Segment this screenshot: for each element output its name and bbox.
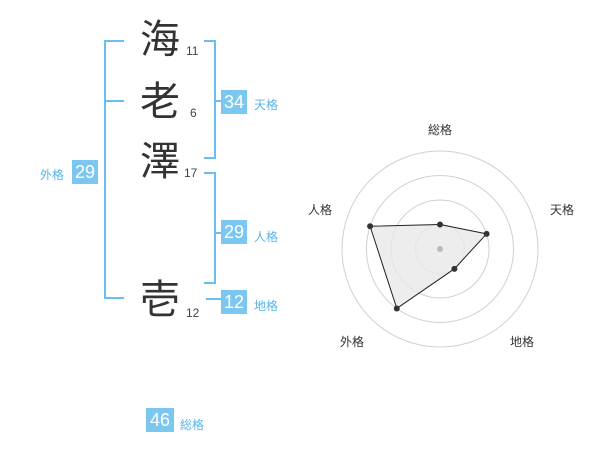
axis-label-soukaku: 総格 — [428, 122, 452, 137]
gaikaku-bracket-mid — [104, 100, 124, 102]
axis-label-tenkaku: 天格 — [550, 202, 574, 217]
soukaku-label: 総格 — [180, 418, 205, 432]
radar-points — [367, 221, 490, 312]
radar-point-2 — [451, 265, 458, 272]
gaikaku-bracket-top — [104, 40, 124, 42]
name-char-1: 海 — [140, 17, 180, 63]
stroke-count-3: 17 — [184, 166, 198, 180]
radar-point-3 — [393, 305, 400, 312]
tenkaku-bracket-vertical — [214, 40, 216, 159]
gaikaku-value: 29 — [72, 160, 98, 184]
jinkaku-bracket-bottom — [204, 282, 216, 284]
radar-area — [369, 223, 488, 310]
axis-label-jinkaku: 人格 — [308, 202, 332, 217]
axis-label-gaikaku: 外格 — [340, 334, 364, 349]
tenkaku-label: 天格 — [254, 98, 279, 112]
radar-center-dot — [437, 246, 443, 252]
name-char-2: 老 — [140, 79, 180, 125]
chikaku-connector — [206, 298, 222, 300]
gaikaku-bracket-bottom — [104, 297, 124, 299]
name-char-4: 壱 — [140, 277, 180, 323]
tenkaku-value: 34 — [221, 90, 247, 114]
gaikaku-label: 外格 — [40, 168, 65, 182]
jinkaku-value: 29 — [221, 220, 247, 244]
jinkaku-label: 人格 — [254, 230, 279, 244]
tenkaku-bracket-mid — [214, 100, 222, 102]
jinkaku-bracket-top — [204, 172, 216, 174]
jinkaku-bracket-mid — [214, 232, 222, 234]
radar-point-0 — [437, 221, 443, 228]
jinkaku-bracket-vertical — [214, 172, 216, 284]
tenkaku-bracket-bottom — [204, 157, 216, 159]
axis-label-chikaku: 地格 — [510, 334, 534, 349]
radar-chart: 総格 天格 地格 外格 人格 — [308, 122, 574, 349]
gaikaku-bracket-vertical — [104, 40, 106, 299]
tenkaku-bracket-top — [204, 40, 216, 42]
radar-ring-3 — [366, 175, 514, 323]
radar-point-4 — [367, 223, 374, 230]
stroke-count-1: 11 — [186, 44, 199, 58]
soukaku-value: 46 — [146, 408, 174, 432]
chikaku-label: 地格 — [254, 299, 279, 313]
chikaku-value: 12 — [221, 290, 247, 314]
radar-ring-4 — [341, 150, 539, 348]
name-char-3: 澤 — [140, 139, 180, 185]
radar-point-1 — [483, 230, 490, 237]
stroke-count-4: 12 — [186, 306, 200, 320]
stroke-count-2: 6 — [190, 106, 197, 120]
